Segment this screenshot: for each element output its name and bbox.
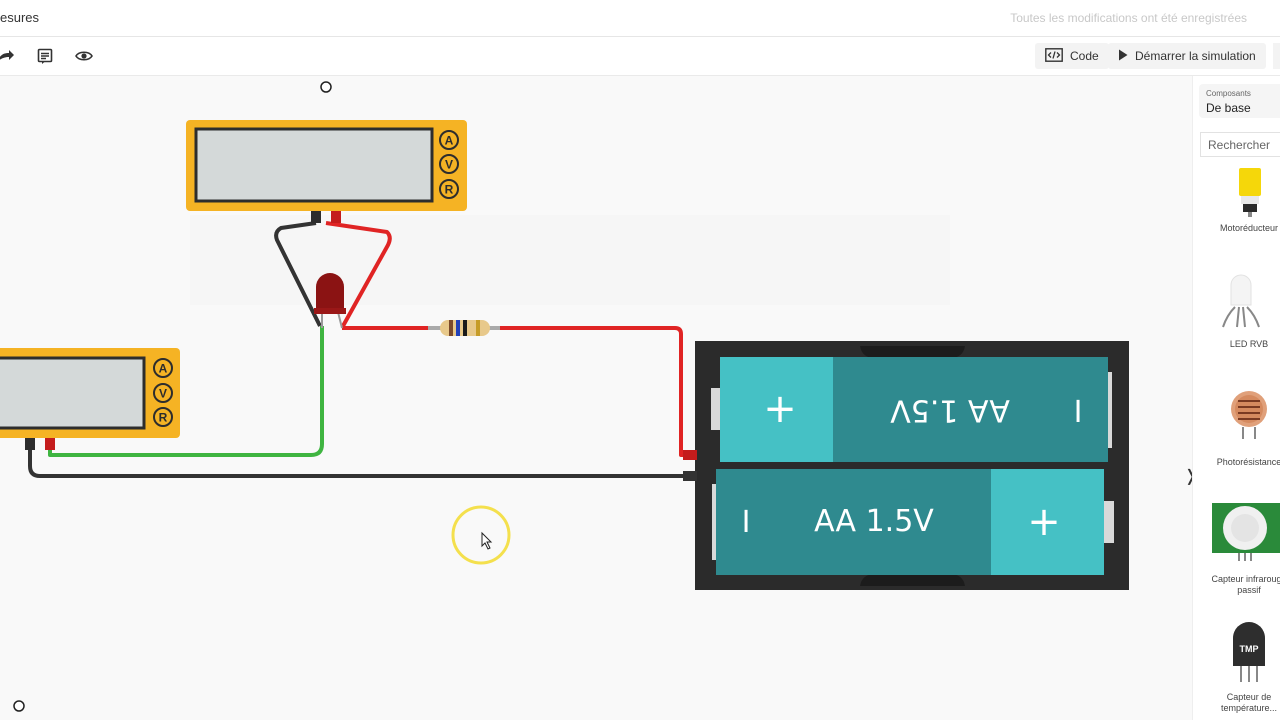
save-status: Toutes les modifications ont été enregis… (1010, 11, 1247, 25)
start-simulation-label: Démarrer la simulation (1135, 49, 1256, 63)
battery-holder[interactable]: + I AA 1.5V + I AA 1.5V (683, 341, 1129, 590)
search-input[interactable]: Rechercher (1200, 132, 1280, 157)
temperature-sensor-icon: TMP (1233, 622, 1265, 682)
led-red[interactable] (314, 273, 346, 329)
rgb-led-icon (1222, 274, 1260, 328)
code-button[interactable]: Code (1035, 43, 1109, 69)
start-simulation-button[interactable]: Démarrer la simulation (1108, 43, 1266, 69)
component-temperature-sensor[interactable]: TMP Capteur de température... (1193, 622, 1280, 720)
battery-terminal-negative[interactable] (683, 471, 697, 481)
battery-bottom[interactable]: + I AA 1.5V (712, 469, 1114, 575)
components-sidebar: Composants De base Rechercher Motoréduct… (1192, 76, 1280, 720)
wire-node[interactable] (13, 700, 25, 712)
battery-cap (720, 357, 833, 462)
component-label-line2: température... (1220, 703, 1278, 713)
wire-black-to-battery[interactable] (28, 445, 688, 478)
resistor-band (449, 320, 453, 336)
category-label: Composants (1206, 89, 1251, 98)
category-value: De base (1206, 101, 1251, 115)
battery-minus-sign: I (742, 505, 751, 540)
led-leg (337, 311, 343, 329)
battery-plus-sign: + (763, 386, 797, 432)
battery-contact (712, 484, 717, 560)
svg-text:TMP: TMP (1240, 644, 1259, 654)
battery-plus-sign: + (1027, 499, 1061, 545)
component-rgb-led[interactable]: LED RVB (1193, 271, 1280, 351)
mode-dial-v[interactable] (153, 383, 173, 403)
wire-green[interactable] (48, 326, 324, 457)
resistor-band (463, 320, 467, 336)
cursor-arrow-icon (481, 531, 493, 550)
component-label: Photorésistance (1216, 457, 1280, 467)
category-select[interactable]: Composants De base (1199, 84, 1280, 118)
multimeter-top[interactable]: A V R (186, 120, 467, 223)
resistor[interactable] (428, 320, 500, 336)
multimeter-screen (194, 127, 434, 203)
pir-sensor-icon (1212, 503, 1280, 561)
play-icon (1118, 49, 1128, 64)
component-gear-motor[interactable]: Motoréducteur (1193, 166, 1280, 238)
probe-red[interactable] (45, 438, 55, 450)
mouse-cursor (451, 505, 511, 565)
gear-motor-icon (1239, 168, 1261, 217)
battery-contact (711, 388, 721, 430)
battery-bottom-label: AA 1.5V (814, 504, 934, 539)
holder-notch (860, 574, 965, 586)
probe-black[interactable] (25, 438, 35, 450)
redo-icon[interactable] (0, 45, 18, 67)
eye-icon[interactable] (72, 45, 96, 67)
circuit-diagram[interactable]: A V R A V R (0, 76, 1192, 720)
probe-black[interactable] (311, 211, 321, 223)
wire-red-meter-to-led[interactable] (325, 221, 392, 327)
mode-dial-r[interactable] (439, 179, 459, 199)
component-label-line2: passif (1237, 585, 1261, 595)
probe-red[interactable] (331, 211, 341, 223)
component-label: LED RVB (1229, 339, 1269, 349)
component-label: Capteur de température... (1193, 692, 1280, 714)
led-body (316, 273, 344, 313)
toolbar-overflow-button[interactable] (1273, 43, 1280, 69)
mode-label-r: R (159, 411, 168, 425)
holder-notch (860, 346, 965, 358)
project-title[interactable]: esures (0, 10, 40, 25)
mode-dial-r[interactable] (153, 407, 173, 427)
mode-label-v: V (159, 387, 167, 401)
component-label: Motoréducteur (1219, 223, 1279, 233)
photoresistor-icon (1231, 391, 1267, 439)
circuit-canvas[interactable]: A V R A V R (0, 76, 1197, 720)
battery-minus-sign: I (1074, 395, 1083, 430)
component-label-line1: Capteur de (1226, 692, 1272, 702)
battery-contact (1107, 372, 1112, 448)
toolbar: Code Démarrer la simulation (0, 37, 1280, 76)
mode-label-r: R (445, 183, 454, 197)
cursor-highlight-ring (451, 505, 511, 565)
battery-top-label: AA 1.5V (890, 393, 1010, 428)
multimeter-left[interactable]: A V R (0, 348, 180, 450)
battery-top[interactable]: + I AA 1.5V (711, 357, 1112, 462)
code-label: Code (1070, 49, 1099, 63)
wire-red-to-battery[interactable] (342, 326, 688, 457)
mode-dial-a[interactable] (439, 130, 459, 150)
resistor-band (476, 320, 480, 336)
battery-terminal-positive[interactable] (683, 450, 697, 460)
mode-label-v: V (445, 158, 453, 172)
component-label-line1: Capteur infrarouge (1211, 574, 1280, 584)
top-bar: esures Toutes les modifications ont été … (0, 0, 1280, 37)
notes-icon[interactable] (33, 45, 57, 67)
multimeter-screen (0, 356, 146, 430)
component-pir-sensor[interactable]: Capteur infrarouge passif (1193, 501, 1280, 601)
wire-black-meter-to-led[interactable] (274, 221, 322, 327)
mode-label-a: A (445, 134, 454, 148)
led-rim (314, 308, 346, 314)
resistor-band (456, 320, 460, 336)
battery-contact (1104, 501, 1114, 543)
component-label: Capteur infrarouge passif (1193, 574, 1280, 596)
wire-node[interactable] (320, 81, 332, 93)
mode-label-a: A (159, 362, 168, 376)
component-photoresistor[interactable]: Photorésistance (1193, 389, 1280, 469)
mode-dial-a[interactable] (153, 358, 173, 378)
mode-dial-v[interactable] (439, 154, 459, 174)
code-icon (1045, 47, 1063, 65)
battery-cap (991, 469, 1104, 575)
